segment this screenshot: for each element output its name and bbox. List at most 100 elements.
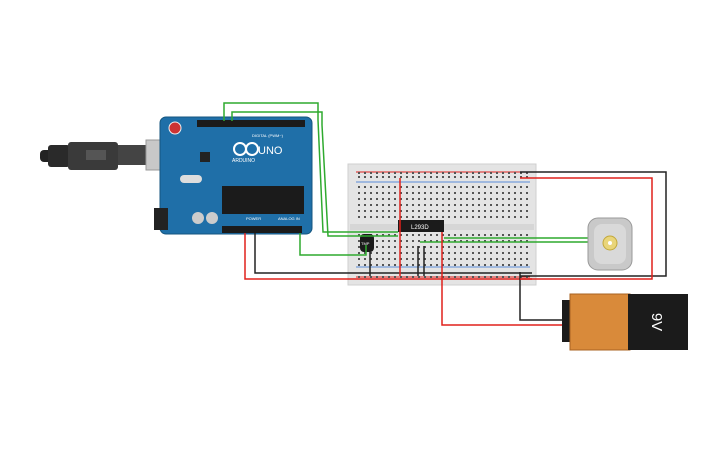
breadboard-hole (478, 176, 480, 178)
breadboard-hole (472, 258, 474, 260)
breadboard-hole (478, 258, 480, 260)
breadboard-hole (484, 234, 486, 236)
arduino-uno-board[interactable]: UNO ARDUINO DIGITAL (PWM~) POWER ANALOG … (154, 116, 313, 235)
breadboard-hole (412, 198, 414, 200)
breadboard-hole (520, 252, 522, 254)
breadboard-hole (490, 186, 492, 188)
breadboard-hole (460, 204, 462, 206)
breadboard-hole (526, 240, 528, 242)
breadboard-hole (370, 186, 372, 188)
breadboard-hole (490, 176, 492, 178)
breadboard-hole (412, 192, 414, 194)
breadboard-hole (430, 264, 432, 266)
breadboard-hole (394, 216, 396, 218)
breadboard-hole (400, 252, 402, 254)
breadboard-hole (502, 172, 504, 174)
breadboard-hole (376, 276, 378, 278)
breadboard-hole (382, 264, 384, 266)
dc-motor[interactable] (587, 217, 633, 271)
usb-cable[interactable] (40, 139, 175, 171)
breadboard-hole (442, 216, 444, 218)
digital-pin-header[interactable] (197, 120, 305, 127)
breadboard-hole (448, 258, 450, 260)
breadboard-hole (514, 204, 516, 206)
breadboard-hole (526, 172, 528, 174)
breadboard-hole (484, 216, 486, 218)
breadboard-hole (442, 204, 444, 206)
breadboard-hole (496, 246, 498, 248)
breadboard-hole (424, 276, 426, 278)
breadboard-hole (526, 258, 528, 260)
breadboard-hole (370, 192, 372, 194)
breadboard-hole (388, 204, 390, 206)
breadboard-hole (514, 192, 516, 194)
breadboard-hole (358, 198, 360, 200)
breadboard-hole (436, 186, 438, 188)
breadboard-hole (436, 252, 438, 254)
breadboard-hole (376, 186, 378, 188)
breadboard-hole (424, 246, 426, 248)
breadboard-hole (502, 176, 504, 178)
breadboard-hole (370, 258, 372, 260)
breadboard-hole (514, 252, 516, 254)
breadboard-hole (526, 186, 528, 188)
breadboard-hole (436, 216, 438, 218)
breadboard-hole (502, 276, 504, 278)
breadboard-hole (448, 252, 450, 254)
breadboard-hole (424, 234, 426, 236)
breadboard-hole (394, 176, 396, 178)
breadboard-hole (424, 198, 426, 200)
breadboard-hole (400, 172, 402, 174)
wire-red-arduino (244, 233, 532, 280)
breadboard-hole (400, 210, 402, 212)
breadboard-hole (358, 252, 360, 254)
breadboard-hole (364, 204, 366, 206)
breadboard-hole (454, 176, 456, 178)
breadboard-hole (478, 240, 480, 242)
breadboard-hole (358, 234, 360, 236)
motor-driver-ic[interactable]: L293D (398, 220, 444, 232)
breadboard-hole (394, 210, 396, 212)
wire-green-3 (299, 233, 367, 256)
breadboard-hole (484, 186, 486, 188)
breadboard-hole (406, 186, 408, 188)
breadboard-hole (430, 246, 432, 248)
breadboard-hole (412, 276, 414, 278)
breadboard-hole (484, 172, 486, 174)
breadboard-hole (460, 198, 462, 200)
breadboard-hole (394, 252, 396, 254)
breadboard-hole (388, 258, 390, 260)
breadboard-hole (400, 276, 402, 278)
breadboard-hole (394, 172, 396, 174)
breadboard-hole (364, 186, 366, 188)
wire-red-loop (520, 177, 653, 280)
breadboard-hole (358, 176, 360, 178)
power-analog-header[interactable] (222, 226, 302, 233)
breadboard-hole (370, 216, 372, 218)
breadboard-hole (448, 210, 450, 212)
breadboard-hole (514, 216, 516, 218)
breadboard-hole (454, 186, 456, 188)
breadboard-hole (412, 264, 414, 266)
transistor[interactable]: TMP (360, 234, 374, 252)
reset-button[interactable] (168, 121, 182, 135)
breadboard-hole (376, 192, 378, 194)
battery-9v[interactable]: 9V (562, 293, 688, 351)
breadboard-hole (502, 234, 504, 236)
breadboard-hole (466, 204, 468, 206)
breadboard-hole (460, 192, 462, 194)
breadboard-hole (406, 192, 408, 194)
breadboard-hole (382, 246, 384, 248)
power-jack[interactable] (154, 208, 168, 230)
breadboard-hole (448, 186, 450, 188)
breadboard-hole (508, 264, 510, 266)
breadboard-hole (472, 240, 474, 242)
transistor-label: TMP (361, 241, 370, 246)
breadboard-hole (448, 198, 450, 200)
breadboard-hole (382, 258, 384, 260)
breadboard-hole (370, 276, 372, 278)
breadboard-hole (412, 172, 414, 174)
breadboard-hole (406, 252, 408, 254)
breadboard-hole (418, 276, 420, 278)
